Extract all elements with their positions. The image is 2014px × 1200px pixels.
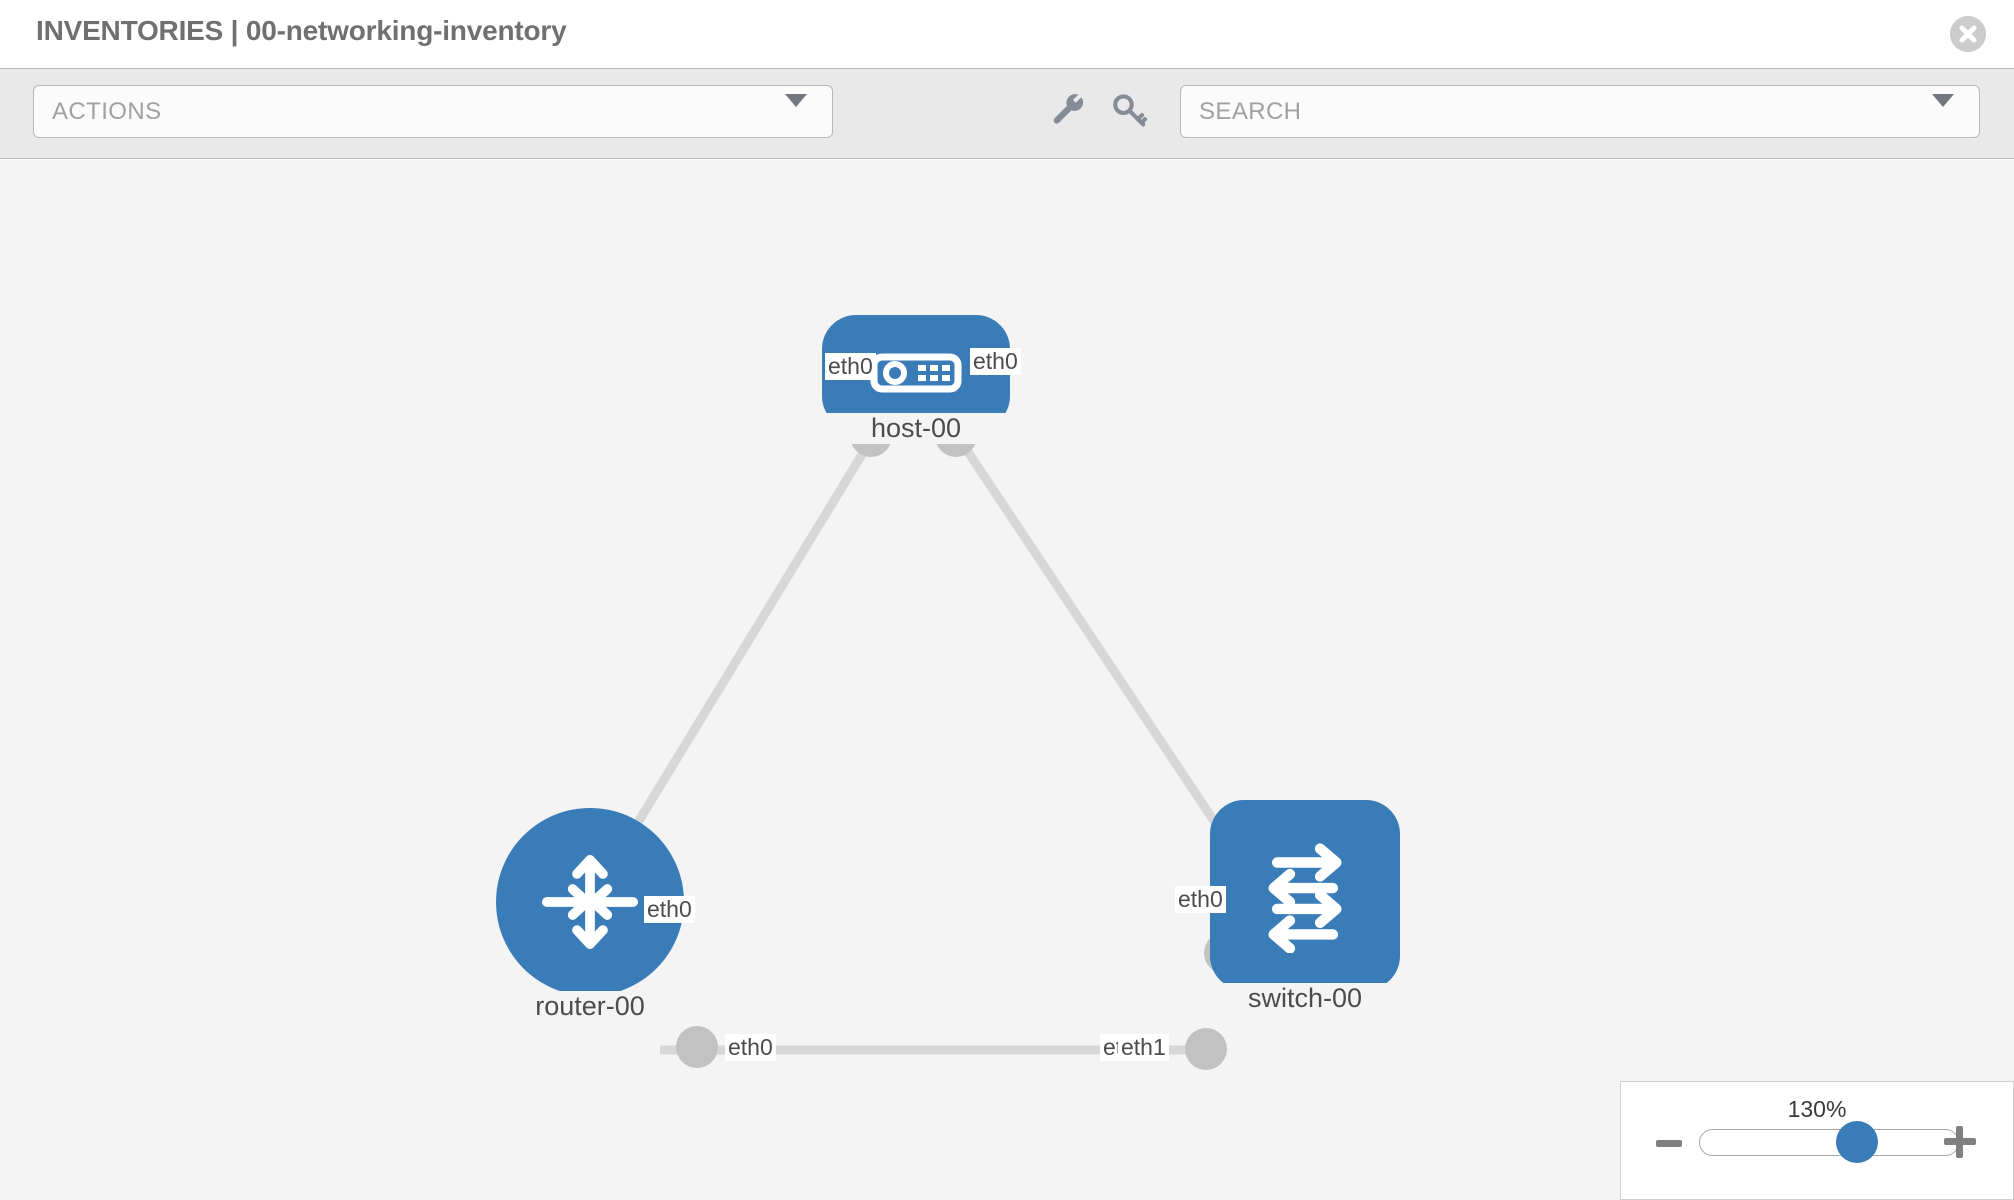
page-header: INVENTORIES | 00-networking-inventory bbox=[0, 0, 2014, 69]
edge-label-switch-host: eth0 bbox=[1175, 886, 1226, 913]
switch-node-shape[interactable] bbox=[1210, 800, 1400, 990]
zoom-slider-thumb[interactable] bbox=[1836, 1121, 1879, 1163]
search-input[interactable]: SEARCH bbox=[1180, 85, 1980, 138]
wrench-icon[interactable] bbox=[1050, 92, 1088, 135]
node-label-switch-00: switch-00 bbox=[1200, 983, 1410, 1014]
edge-label-router-switch-left: eth0 bbox=[725, 1034, 776, 1061]
server-icon bbox=[870, 353, 962, 392]
zoom-in-button[interactable] bbox=[1944, 1126, 1976, 1158]
router-arrows-icon bbox=[541, 855, 639, 949]
search-placeholder: SEARCH bbox=[1199, 98, 1302, 125]
interface-dot-router-east[interactable] bbox=[676, 1026, 718, 1068]
topology-node-host-00[interactable]: host-00 bbox=[812, 315, 1020, 444]
edge-label-router-switch-right: eth1 bbox=[1118, 1034, 1169, 1061]
actions-dropdown[interactable]: ACTIONS bbox=[33, 85, 833, 138]
zoom-level-value: 130% bbox=[1787, 1096, 1847, 1122]
zoom-out-button[interactable] bbox=[1656, 1140, 1682, 1147]
chevron-down-icon[interactable] bbox=[1932, 94, 1954, 125]
page-title: INVENTORIES | 00-networking-inventory bbox=[36, 15, 567, 46]
key-icon[interactable] bbox=[1110, 92, 1148, 135]
topology-node-router-00[interactable]: router-00 bbox=[486, 808, 694, 1022]
topology-canvas[interactable]: host-00 router-00 bbox=[0, 160, 2014, 1200]
switch-arrows-icon bbox=[1268, 843, 1342, 953]
edge-label-host-router-near: eth0 bbox=[825, 353, 876, 380]
edge-label-router-host: eth0 bbox=[644, 896, 695, 923]
node-label-router-00: router-00 bbox=[486, 991, 694, 1022]
actions-dropdown-label: ACTIONS bbox=[52, 98, 162, 125]
topology-node-switch-00[interactable]: switch-00 bbox=[1200, 800, 1410, 1014]
zoom-slider-track[interactable] bbox=[1699, 1129, 1959, 1156]
zoom-control-panel: 130% bbox=[1620, 1081, 2014, 1200]
node-label-host-00: host-00 bbox=[812, 413, 1020, 444]
interface-dot-switch-west[interactable] bbox=[1185, 1028, 1227, 1070]
chevron-down-icon bbox=[785, 94, 807, 125]
edge-label-host-switch-near: eth0 bbox=[970, 348, 1021, 375]
close-icon[interactable] bbox=[1950, 16, 1986, 52]
